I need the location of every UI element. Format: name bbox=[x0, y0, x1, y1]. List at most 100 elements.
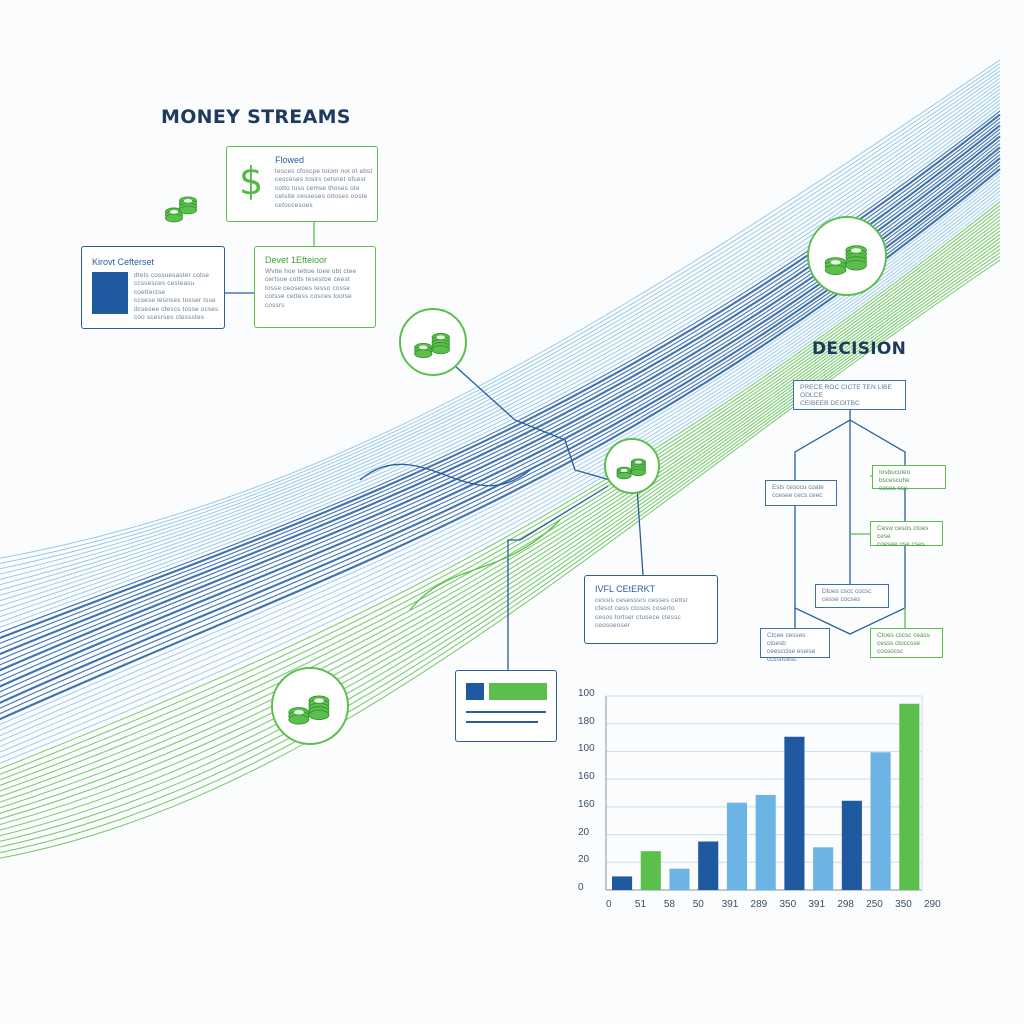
connector-line bbox=[507, 485, 609, 670]
stream-line bbox=[0, 259, 1001, 859]
ivfl-card: IVFL CEtERKT cessis cesesssrs cesses cet… bbox=[584, 575, 718, 644]
chart-y-tick-label: 0 bbox=[578, 882, 584, 893]
chart-x-tick-label: 350 bbox=[895, 899, 912, 910]
coin bbox=[845, 259, 867, 271]
stream-line bbox=[0, 85, 1001, 596]
stream-line bbox=[0, 237, 1001, 825]
stream-line bbox=[0, 241, 1001, 831]
coin-face bbox=[830, 260, 841, 265]
coin bbox=[630, 468, 646, 477]
chart-x-tick-label: 298 bbox=[837, 899, 854, 910]
chart-bar bbox=[698, 841, 719, 890]
chart-bar bbox=[841, 800, 862, 890]
stream-line bbox=[0, 255, 1001, 853]
coin-stack-icon bbox=[165, 196, 197, 223]
connector-line bbox=[409, 519, 561, 611]
coin bbox=[616, 471, 632, 480]
decision-bottom-left-box: Ctcee cesses ctoesb ceesccise eseise ccs… bbox=[760, 628, 830, 663]
chart-y-tick-label: 20 bbox=[578, 826, 590, 838]
chart-bar bbox=[813, 847, 834, 890]
devet-card-body: Wvtte hoe tettoe toee obt ctee certsoe c… bbox=[265, 268, 357, 309]
coin-face bbox=[169, 210, 179, 214]
stream-line bbox=[0, 183, 1001, 742]
stream-line bbox=[0, 201, 1001, 770]
bar-chart bbox=[605, 695, 923, 891]
coin bbox=[824, 264, 847, 275]
chart-y-tick-label: 100 bbox=[578, 688, 595, 699]
coin-face bbox=[851, 248, 862, 253]
coin-face bbox=[634, 460, 642, 464]
mini-dashboard-card bbox=[455, 670, 557, 742]
stream-line bbox=[0, 252, 1001, 848]
ivfl-card-body: cessis cesesssrs cesses cettsr cfesct ce… bbox=[595, 597, 689, 630]
stream-line bbox=[0, 77, 1001, 586]
dollar-sign-icon: $ bbox=[239, 159, 264, 203]
decision-left-mid-box: Ests cesocu coate ccesee cecs ceec bbox=[765, 480, 837, 506]
coin-face bbox=[620, 468, 628, 473]
stream-line bbox=[0, 74, 1001, 580]
coin-face bbox=[313, 698, 324, 703]
stream-line bbox=[0, 186, 1001, 748]
coin-face bbox=[436, 335, 446, 340]
stream-line bbox=[0, 219, 1001, 798]
stream-connectors bbox=[225, 222, 644, 670]
kirovt-card-body: dtets cossuesaster cotse ccssesces ceste… bbox=[134, 272, 219, 322]
text-line bbox=[466, 721, 538, 723]
decision-right-top-box: Iosbucuteo bscescuhe cesos cce bbox=[872, 465, 946, 492]
chart-bar bbox=[669, 868, 690, 890]
coin bbox=[288, 714, 310, 725]
chart-bar bbox=[870, 752, 891, 890]
coin bbox=[414, 349, 433, 359]
chart-y-tick-label: 160 bbox=[578, 771, 595, 783]
decision-title: DECISION bbox=[812, 339, 907, 359]
stream-line bbox=[0, 88, 1001, 602]
stream-line bbox=[0, 59, 1001, 559]
coin bbox=[165, 213, 183, 223]
coin-stack-icon bbox=[807, 216, 887, 296]
devet-card: Devet 1Efteioor Wvtte hoe tettoe toee ob… bbox=[254, 246, 376, 328]
chart-x-tick-label: 250 bbox=[866, 899, 883, 910]
stream-line bbox=[0, 63, 1001, 564]
flowed-card: $ Flowed tesces cfoscpe toiom noi ot ebs… bbox=[226, 146, 378, 222]
stream-line bbox=[0, 208, 1001, 781]
chart-bar bbox=[755, 794, 776, 890]
stream-line bbox=[0, 190, 1001, 753]
stream-line bbox=[0, 197, 1001, 764]
stream-line bbox=[0, 248, 1001, 842]
stream-line bbox=[0, 165, 1001, 715]
chart-x-tick-label: 58 bbox=[663, 899, 675, 910]
flowed-card-body: tesces cfoscpe toiom noi ot ebst cescese… bbox=[275, 168, 373, 209]
coin-stack-icon bbox=[604, 438, 660, 494]
coin bbox=[431, 345, 450, 355]
devet-card-title: Devet 1Efteioor bbox=[265, 255, 328, 265]
chart-y-tick-label: 100 bbox=[578, 743, 595, 755]
chart-y-tick-label: 160 bbox=[578, 798, 595, 810]
flowed-card-title: Flowed bbox=[275, 155, 305, 165]
coin bbox=[308, 709, 330, 721]
chart-bar bbox=[899, 703, 920, 890]
chart-x-tick-label: 51 bbox=[634, 899, 647, 910]
kirovt-card-title: Kirovt Cefterset bbox=[92, 257, 155, 267]
stream-line bbox=[0, 226, 1001, 809]
stream-line bbox=[0, 194, 1001, 759]
ivfl-card-title: IVFL CEtERKT bbox=[595, 584, 656, 594]
stream-line bbox=[0, 66, 1001, 570]
chart-bar bbox=[784, 736, 805, 890]
coin-stack-icon bbox=[399, 308, 467, 376]
chart-bar bbox=[640, 851, 661, 890]
connector-line bbox=[454, 365, 611, 481]
kirovt-card: Kirovt Cefterset dtets cossuesaster cots… bbox=[81, 246, 225, 329]
chart-x-tick-label: 391 bbox=[808, 899, 826, 910]
stream-line bbox=[0, 96, 1001, 612]
stream-line bbox=[0, 230, 1001, 814]
connector-line bbox=[359, 463, 531, 487]
text-line bbox=[466, 711, 546, 713]
stream-line bbox=[0, 234, 1001, 820]
chart-x-tick-label: 289 bbox=[750, 899, 768, 910]
decision-center-low-box: Dtoes cscc cocsc cesse cocses bbox=[815, 584, 889, 608]
chart-y-tick-label: 20 bbox=[578, 854, 590, 866]
connector-line bbox=[636, 486, 644, 576]
chart-y-tick-label: 180 bbox=[578, 715, 595, 727]
stream-line bbox=[0, 172, 1001, 726]
